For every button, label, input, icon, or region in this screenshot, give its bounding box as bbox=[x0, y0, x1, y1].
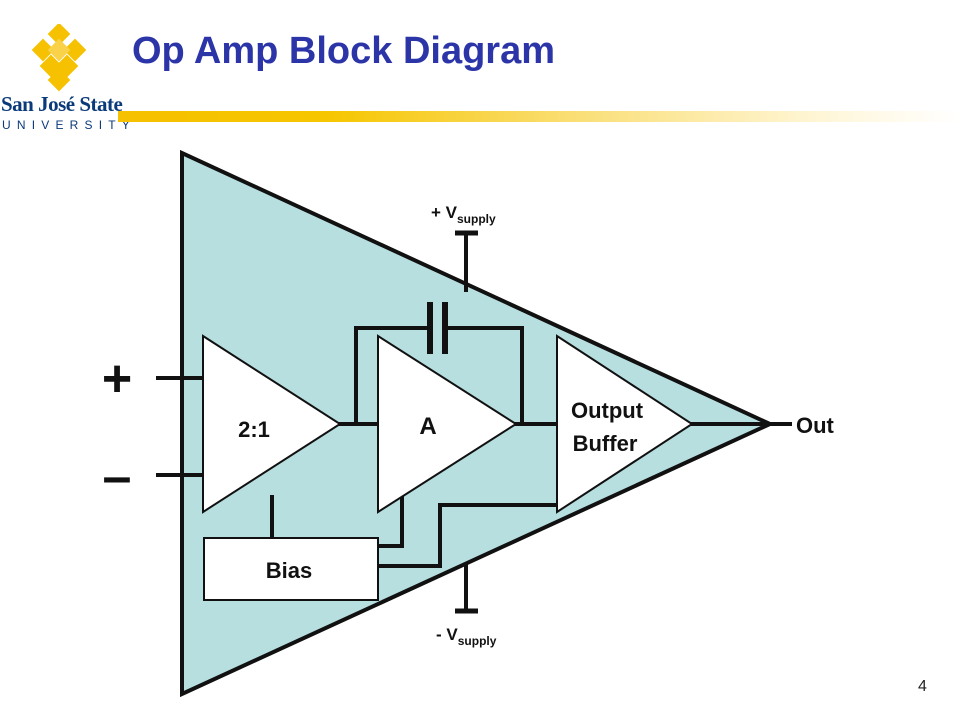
university-logo: San José State UNIVERSITY bbox=[0, 22, 130, 134]
sjsu-tower-emblem-icon bbox=[31, 24, 87, 92]
title-underline bbox=[118, 111, 960, 122]
output-buffer-block bbox=[556, 334, 694, 514]
diff-stage-block bbox=[202, 334, 342, 514]
bias-to-buffer-wire bbox=[376, 503, 559, 568]
vsupply-pos-prefix: + V bbox=[431, 203, 458, 222]
vsupply-neg-prefix: - V bbox=[436, 625, 458, 644]
vsupply-pos-label: + Vsupply bbox=[431, 203, 496, 226]
cap-wire-left bbox=[354, 326, 430, 426]
bias-label: Bias bbox=[266, 558, 312, 583]
page-title: Op Amp Block Diagram bbox=[132, 30, 556, 72]
logo-wordmark: San José State bbox=[1, 92, 123, 116]
vsupply-neg-label: - Vsupply bbox=[436, 625, 497, 648]
bias-to-gain-wire bbox=[376, 496, 404, 548]
output-buffer-label-line2: Buffer bbox=[573, 431, 638, 456]
page-number: 4 bbox=[918, 678, 927, 695]
vsupply-pos-subscript: supply bbox=[457, 212, 496, 226]
gain-stage-block bbox=[377, 334, 518, 514]
output-label: Out bbox=[796, 413, 835, 438]
cap-wire-right bbox=[444, 326, 524, 426]
bias-block bbox=[203, 537, 379, 601]
vsupply-neg-subscript: supply bbox=[458, 634, 497, 648]
logo-subtitle: UNIVERSITY bbox=[2, 118, 137, 132]
diff-stage-label: 2:1 bbox=[238, 417, 270, 442]
output-buffer-label-line1: Output bbox=[571, 398, 644, 423]
minus-input-label: – bbox=[103, 448, 132, 506]
plus-input-label: + bbox=[102, 350, 132, 408]
gain-stage-label: A bbox=[419, 413, 436, 440]
